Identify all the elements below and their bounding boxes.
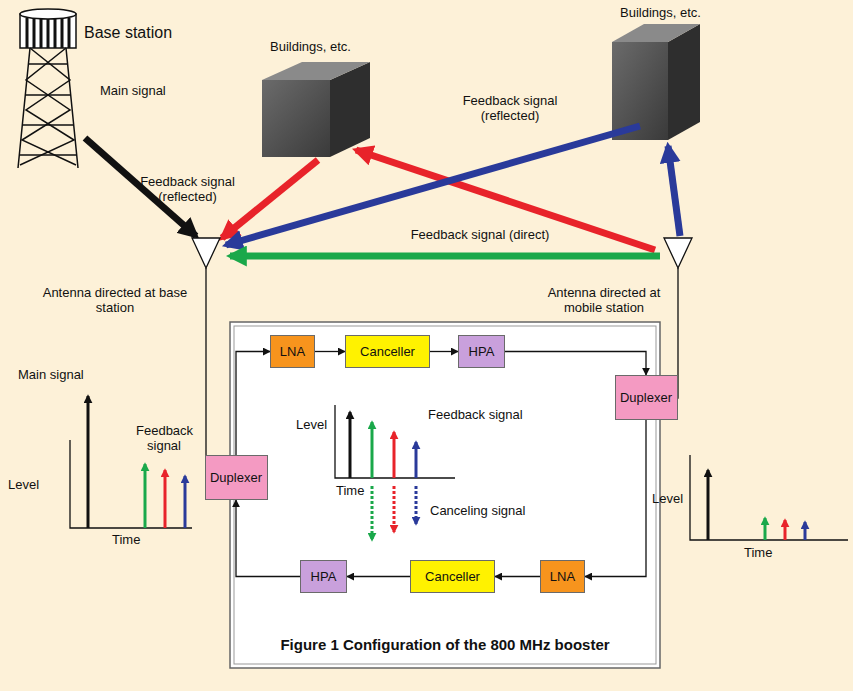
text-label: Time bbox=[336, 484, 364, 499]
text-label: Main signal bbox=[18, 368, 84, 383]
signal-chart bbox=[335, 405, 455, 540]
text-label: Level bbox=[8, 478, 39, 493]
text-label: Base station bbox=[84, 24, 172, 42]
text-label: Feedback signal bbox=[428, 408, 523, 423]
signal-connector bbox=[236, 500, 300, 577]
text-label: Feedback signal (reflected) bbox=[135, 175, 240, 205]
text-label: Level bbox=[296, 418, 327, 433]
block-box: HPA bbox=[300, 560, 347, 593]
signal-connector bbox=[585, 420, 646, 577]
building bbox=[262, 62, 370, 157]
text-label: Time bbox=[112, 533, 140, 548]
block-label: HPA bbox=[469, 344, 495, 359]
block-label: Canceller bbox=[360, 344, 415, 359]
text-label: Buildings, etc. bbox=[270, 40, 351, 55]
block-box: HPA bbox=[458, 335, 505, 368]
block-box: Canceller bbox=[345, 335, 430, 368]
block-box: Canceller bbox=[410, 560, 495, 593]
signal-connector bbox=[505, 352, 646, 376]
text-label: Level bbox=[652, 492, 683, 507]
block-label: Canceller bbox=[425, 569, 480, 584]
signal-arrow bbox=[85, 126, 680, 256]
block-box: Duplexer bbox=[615, 375, 678, 420]
figure-caption: Figure 1 Configuration of the 800 MHz bo… bbox=[230, 636, 660, 653]
signal-chart bbox=[70, 396, 192, 528]
text-label: Main signal bbox=[100, 84, 166, 99]
text-label: Feedback signal (direct) bbox=[380, 228, 580, 243]
text-label: Feedback signal (reflected) bbox=[455, 94, 565, 124]
block-box: Duplexer bbox=[205, 455, 268, 500]
building bbox=[612, 24, 700, 140]
block-label: LNA bbox=[280, 344, 305, 359]
signal-connector bbox=[430, 351, 458, 352]
booster-housing bbox=[234, 326, 656, 664]
signal-connector bbox=[495, 576, 540, 577]
block-box: LNA bbox=[270, 335, 315, 368]
block-label: LNA bbox=[550, 569, 575, 584]
text-label: Feedback signal bbox=[136, 424, 192, 454]
text-label: Antenna directed at base station bbox=[40, 286, 190, 316]
booster-housing bbox=[230, 322, 660, 668]
text-label: Time bbox=[744, 546, 772, 561]
text-label: Buildings, etc. bbox=[620, 6, 701, 21]
signal-connector bbox=[347, 576, 410, 577]
block-box: LNA bbox=[540, 560, 585, 593]
signal-chart bbox=[690, 455, 848, 540]
block-label: Duplexer bbox=[620, 390, 672, 405]
block-label: HPA bbox=[311, 569, 337, 584]
text-label: Antenna directed at mobile station bbox=[540, 286, 668, 316]
base-station-tower bbox=[18, 9, 78, 168]
signal-connector bbox=[315, 351, 345, 352]
block-label: Duplexer bbox=[210, 470, 262, 485]
signal-connector bbox=[236, 352, 270, 456]
text-label: Canceling signal bbox=[430, 504, 525, 519]
